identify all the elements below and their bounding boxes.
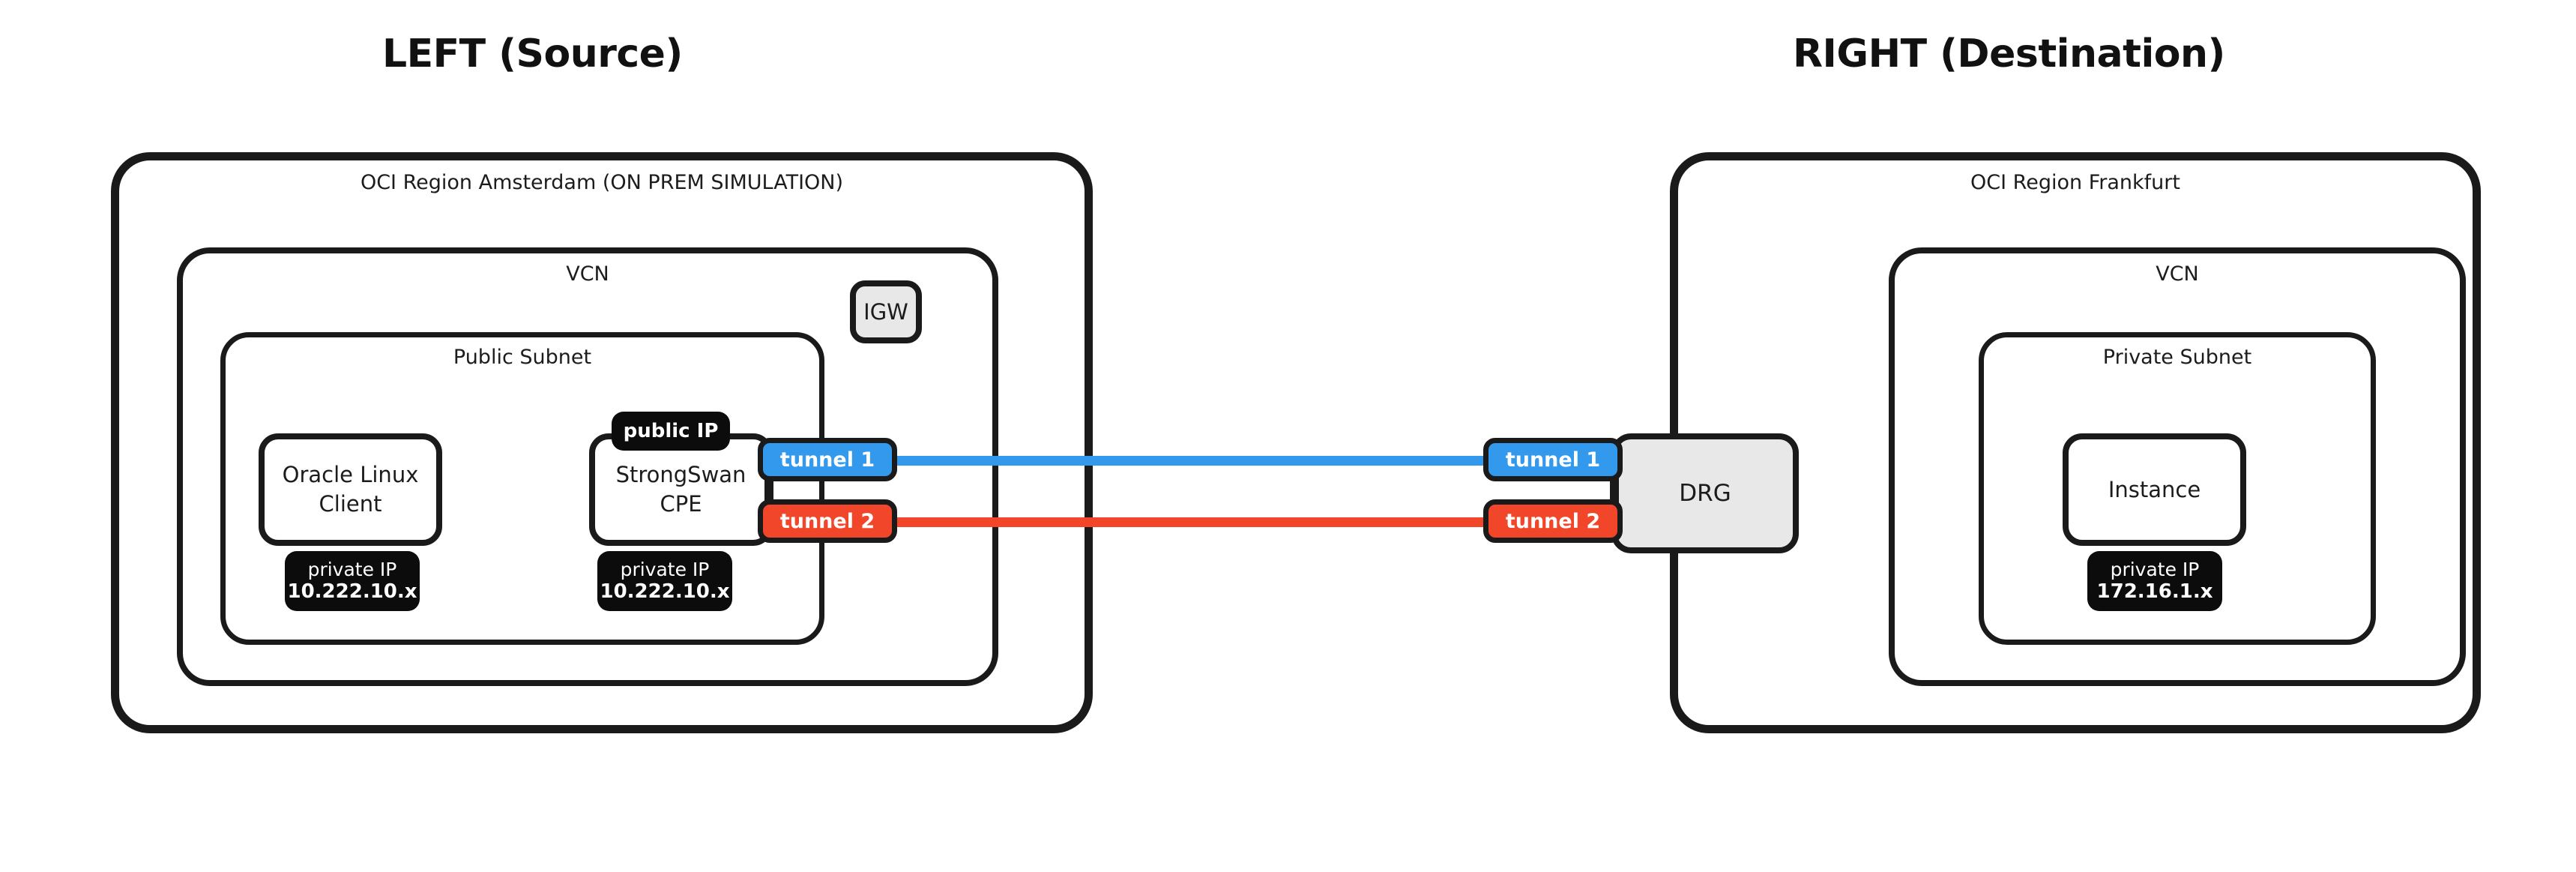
- cpe-public-ip-label: public IP: [623, 419, 719, 442]
- left-tunnel-1-label: tunnel 1: [779, 448, 875, 472]
- right-region-label: OCI Region Frankfurt: [1970, 171, 2180, 194]
- tunnel-2-link-line: [764, 517, 1619, 527]
- cpe-private-ip-value: 10.222.10.x: [600, 580, 730, 604]
- client-name-line2: Client: [319, 491, 382, 517]
- oracle-linux-client-box[interactable]: Oracle Linux Client: [259, 433, 442, 546]
- left-tunnel-2-label: tunnel 2: [779, 509, 875, 533]
- cpe-public-ip-badge: public IP: [612, 412, 730, 451]
- right-side-title: RIGHT (Destination): [1793, 31, 2225, 76]
- client-private-ip-label: private IP: [307, 558, 397, 580]
- cpe-private-ip-badge: private IP 10.222.10.x: [597, 551, 732, 611]
- left-tunnel-1-pill[interactable]: tunnel 1: [758, 438, 897, 481]
- tunnel-1-link-line: [764, 456, 1619, 466]
- left-region-label: OCI Region Amsterdam (ON PREM SIMULATION…: [360, 171, 844, 194]
- instance-private-ip-badge: private IP 172.16.1.x: [2087, 551, 2222, 611]
- client-name-line1: Oracle Linux: [282, 462, 419, 488]
- left-side-title: LEFT (Source): [382, 31, 683, 76]
- right-tunnel-1-label: tunnel 1: [1505, 448, 1601, 472]
- cpe-private-ip-label: private IP: [620, 558, 710, 580]
- drg-box[interactable]: DRG: [1611, 433, 1799, 553]
- left-public-subnet-label: Public Subnet: [453, 346, 592, 369]
- right-tunnel-2-pill[interactable]: tunnel 2: [1483, 499, 1623, 543]
- right-private-subnet-label: Private Subnet: [2102, 346, 2252, 369]
- drg-label: DRG: [1679, 480, 1731, 507]
- right-tunnel-1-pill[interactable]: tunnel 1: [1483, 438, 1623, 481]
- right-tunnel-2-label: tunnel 2: [1505, 509, 1601, 533]
- right-vcn-label: VCN: [2156, 262, 2199, 286]
- igw-box[interactable]: IGW: [850, 280, 922, 343]
- instance-box[interactable]: Instance: [2063, 433, 2246, 546]
- instance-name: Instance: [2108, 476, 2201, 502]
- cpe-name-line2: CPE: [660, 491, 702, 517]
- client-private-ip-badge: private IP 10.222.10.x: [285, 551, 420, 611]
- left-vcn-label: VCN: [566, 262, 609, 286]
- instance-private-ip-value: 172.16.1.x: [2096, 580, 2213, 604]
- igw-label: IGW: [863, 299, 908, 325]
- client-private-ip-value: 10.222.10.x: [287, 580, 417, 604]
- left-tunnel-2-pill[interactable]: tunnel 2: [758, 499, 897, 543]
- instance-private-ip-label: private IP: [2110, 558, 2200, 580]
- strongswan-cpe-box[interactable]: StrongSwan CPE: [589, 433, 773, 546]
- cpe-name-line1: StrongSwan: [615, 462, 746, 488]
